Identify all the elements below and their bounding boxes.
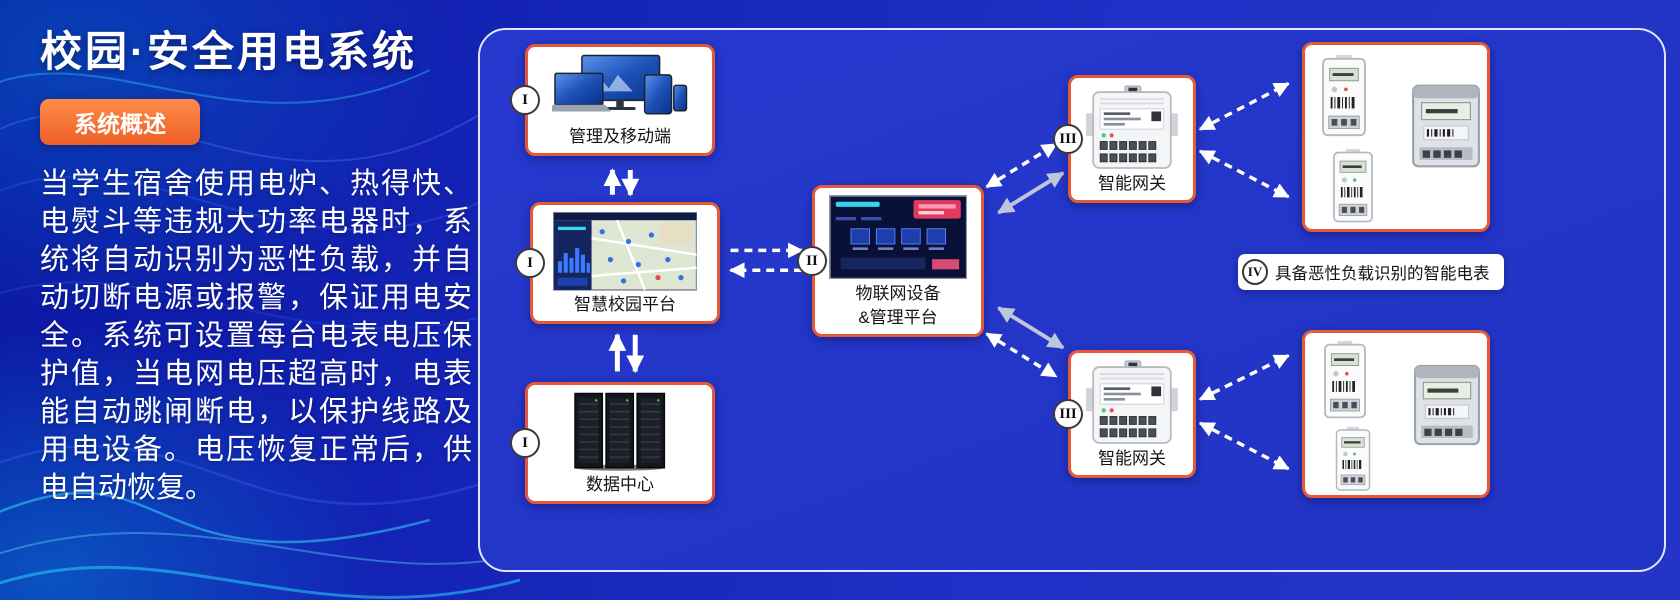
node-label: 数据中心 [586, 474, 654, 494]
diagram-panel: I 管理及移动端 I [478, 28, 1666, 572]
node-label: 智能网关 [1098, 448, 1166, 468]
meters-illustration [1311, 339, 1481, 491]
node-label: 智慧校园平台 [574, 294, 676, 314]
node-gateway-bottom: III [1053, 350, 1196, 478]
node-campus-platform: I [515, 202, 720, 324]
node-iot-platform: II [797, 185, 984, 337]
solid-vertical-arrows [603, 168, 645, 374]
page-title: 校园·安全用电系统 [40, 28, 417, 75]
overview-badge: 系统概述 [40, 99, 200, 145]
server-rack-illustration [536, 392, 704, 471]
numeral-badge: I [510, 428, 540, 458]
smart-meters-caption: IV 具备恶性负载识别的智能电表 [1238, 254, 1504, 290]
node-smart-meters-bottom [1302, 330, 1490, 498]
node-management-mobile: I 管理及移动端 [510, 44, 715, 156]
node-data-center: I [510, 382, 715, 504]
node-label: 智能网关 [1098, 173, 1166, 193]
gateway-illustration [1079, 85, 1185, 170]
connection-arrows [603, 82, 1290, 471]
numeral-badge: I [515, 248, 545, 278]
dashed-arrows [728, 82, 1290, 471]
node-gateway-top: III [1053, 75, 1196, 203]
devices-illustration [536, 54, 704, 123]
meters-illustration [1311, 51, 1481, 223]
smart-meters-caption-text: 具备恶性负载识别的智能电表 [1275, 265, 1490, 283]
campus-dashboard-illustration [541, 212, 709, 291]
node-label: 管理及移动端 [569, 126, 671, 146]
left-column: 校园·安全用电系统 系统概述 当学生宿舍使用电炉、热得快、电熨斗等违规大功率电器… [40, 18, 472, 507]
numeral-badge: II [797, 246, 827, 276]
numeral-badge: III [1053, 399, 1083, 429]
gray-arrows [997, 171, 1065, 350]
numeral-badge: IV [1242, 259, 1268, 285]
node-smart-meters-top [1302, 42, 1490, 232]
numeral-badge: I [510, 85, 540, 115]
iot-dashboard-illustration [823, 195, 973, 280]
gateway-illustration [1079, 360, 1185, 445]
node-label-line2: &管理平台 [858, 307, 938, 327]
node-label-line1: 物联网设备 [855, 283, 941, 303]
system-description: 当学生宿舍使用电炉、热得快、电熨斗等违规大功率电器时，系统将自动识别为恶性负载，… [40, 168, 472, 504]
numeral-badge: III [1053, 124, 1083, 154]
